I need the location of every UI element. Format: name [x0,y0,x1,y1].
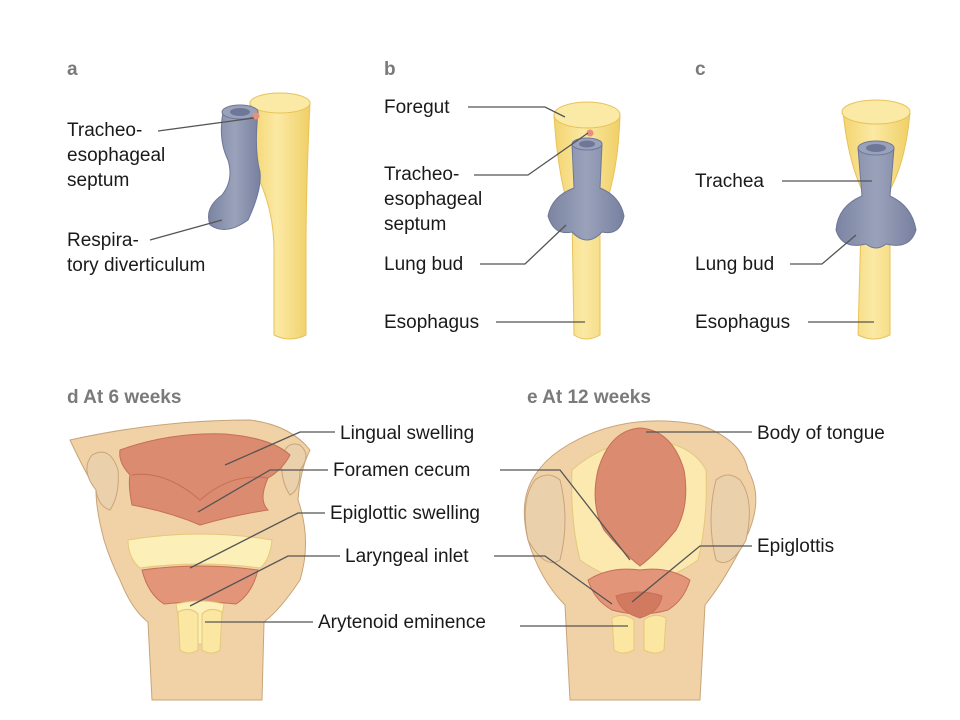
leader-lungbud-c [790,234,857,265]
label-body-of-tongue-e: Body of tongue [646,423,885,444]
lingual-swelling-d [119,433,291,526]
panel-c: c Trachea Lung bud Esophagus [695,59,917,340]
body-of-tongue-e [594,427,687,567]
label-esophagus-b: Esophagus [384,312,585,333]
label-foregut-b: Foregut [384,97,566,118]
leader-laryngeal-inlet-e [494,555,613,605]
label-laryngeal-inlet-d-text: Laryngeal inlet [345,546,469,567]
label-epiglottic-swelling-d-text: Epiglottic swelling [330,503,480,524]
label-esophagus-c: Esophagus [695,312,874,333]
label-esophagus-c-text: Esophagus [695,312,790,333]
label-trachea-c-text: Trachea [695,171,764,192]
label-trachea-c: Trachea [695,171,872,192]
laryngeal-region-e [587,568,691,654]
label-lungbud-c: Lung bud [695,234,857,275]
label-septum-a-line2: esophageal [67,145,165,166]
label-septum-a-line1: Tracheo- [67,120,142,141]
label-diverticulum-a-line1: Respira- [67,230,139,251]
label-foramen-cecum-d: Foramen cecum [197,460,470,513]
label-epiglottic-swelling-d: Epiglottic swelling [189,503,480,569]
label-arytenoid-eminence-d: Arytenoid eminence [205,612,486,633]
label-lungbud-b: Lung bud [384,224,567,275]
label-lingual-swelling-d: Lingual swelling [224,423,474,466]
leader-septum-b [474,132,589,176]
label-body-of-tongue-e-text: Body of tongue [757,423,885,444]
respiratory-diverticulum-a [208,104,261,230]
label-septum-b: Tracheo-esophageal septum [384,132,589,235]
leader-lingual-swelling-d [224,431,335,466]
svg-text:Respira-tory diverticulum: Respira-tory diverticulum [67,230,205,276]
panel-b: b Foregut Tracheo-esophageal septum Lung … [384,59,625,340]
label-diverticulum-a-line2: tory diverticulum [67,255,205,276]
label-esophagus-b-text: Esophagus [384,312,479,333]
label-diverticulum-a: Respira-tory diverticulum [67,219,223,276]
label-septum-b-line2: esophageal [384,189,482,210]
lung-bud-b [547,137,625,241]
panel-d: d At 6 weeks Lingual swelling Foramen ce… [67,387,486,701]
epiglottic-swelling-d [127,533,273,569]
leader-foramen-cecum-d [197,469,328,513]
label-foramen-cecum-d-text: Foramen cecum [333,460,470,481]
label-septum-b-line3: septum [384,214,446,235]
label-foregut-b-text: Foregut [384,97,450,118]
panel-b-letter: b [384,59,396,80]
label-lingual-swelling-d-text: Lingual swelling [340,423,474,444]
leader-foramen-cecum-e [500,469,631,561]
leader-diverticulum-a [149,219,223,241]
panel-a: a Tracheo-esophageal septum Respira-tory … [67,59,311,340]
leader-foregut-b [468,106,566,118]
label-septum-a-line3: septum [67,170,129,191]
label-epiglottis-e: Epiglottis [631,536,834,603]
label-lungbud-c-text: Lung bud [695,254,774,275]
leader-septum-a [157,117,255,132]
panel-a-letter: a [67,59,78,80]
esophagus-tube-a [249,92,311,340]
panel-e: e At 12 weeks Body of tongue Epiglottis [494,387,885,701]
trachea-lungbud-c [835,140,917,249]
label-lungbud-b-text: Lung bud [384,254,463,275]
leader-epiglottis-e [631,545,752,603]
laryngeal-region-d [141,565,259,654]
leader-epiglottic-swelling-d [189,512,325,569]
leader-lungbud-b [480,224,567,265]
label-epiglottis-e-text: Epiglottis [757,536,834,557]
label-arytenoid-eminence-d-text: Arytenoid eminence [318,612,486,633]
label-septum-a: Tracheo-esophageal septum [67,117,255,191]
panel-d-title: d At 6 weeks [67,387,181,408]
label-laryngeal-inlet-d: Laryngeal inlet [189,546,469,607]
panel-e-title: e At 12 weeks [527,387,651,408]
panel-c-letter: c [695,59,706,80]
label-septum-b-line1: Tracheo- [384,164,459,185]
leader-laryngeal-inlet-d [189,555,340,607]
